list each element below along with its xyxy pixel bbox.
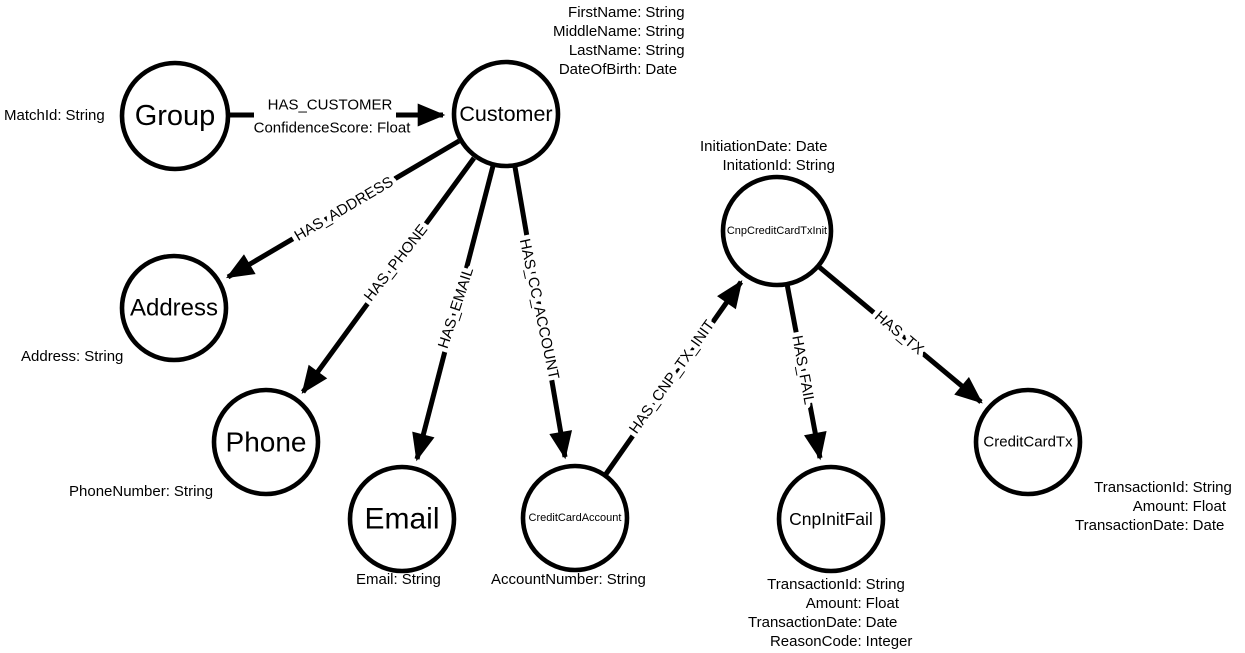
property-type: String	[645, 23, 685, 40]
edge-has-email-line	[412, 165, 496, 462]
node-phone-label: Phone	[226, 427, 307, 458]
property-type: String	[795, 157, 835, 174]
node-credit-card-account-circle	[520, 463, 630, 573]
edge-label-has-email: HAS_EMAIL	[435, 265, 477, 350]
credit-card-tx-properties: TransactionId:String Amount:Float Transa…	[1075, 478, 1232, 535]
edge-has-tx-line	[816, 264, 983, 404]
edge-has-cc-account-line	[512, 166, 573, 460]
property-name: TransactionDate:	[1075, 517, 1189, 534]
property-type: String	[606, 571, 646, 588]
property-name: Email:	[356, 571, 398, 588]
edge-label-has-tx: HAS_TX	[871, 308, 927, 358]
property-type: Float	[865, 595, 900, 612]
edge-label-has-customer: HAS_CUSTOMER	[268, 97, 393, 114]
node-email-circle	[347, 464, 457, 574]
property-type: Date	[865, 614, 898, 631]
cnp-credit-card-tx-init-properties: InitiationDate:Date InitationId:String	[700, 137, 835, 175]
node-credit-card-account-label: CreditCardAccount	[529, 512, 622, 524]
property-type: String	[1192, 479, 1232, 496]
cnp-init-fail-properties: TransactionId:String Amount:Float Transa…	[748, 575, 912, 651]
node-email-label: Email	[364, 503, 439, 536]
edge-label-has-cnp-tx-init: HAS_CNP_TX_INIT	[626, 317, 718, 437]
email-properties: Email:String	[356, 570, 441, 589]
property-type: Date	[645, 61, 678, 78]
address-properties: Address:String	[21, 347, 123, 366]
property-name: Amount:	[1132, 498, 1189, 515]
property-name: DateOfBirth:	[558, 61, 642, 78]
property-name: AccountNumber:	[491, 571, 603, 588]
property-name: PhoneNumber:	[69, 483, 170, 500]
property-type: Date	[1192, 517, 1225, 534]
property-name: Address:	[21, 348, 81, 365]
property-name: TransactionId:	[767, 576, 862, 593]
property-type: String	[65, 107, 105, 124]
node-cnp-init-fail-label: CnpInitFail	[789, 509, 873, 529]
property-name: MatchId:	[4, 107, 62, 124]
property-type: String	[401, 571, 441, 588]
property-type: Date	[795, 138, 828, 155]
edge-label-has-phone: HAS_PHONE	[361, 221, 431, 304]
node-cnp-credit-card-tx-init-label: CnpCreditCardTxInit	[727, 225, 827, 237]
node-address-label: Address	[130, 295, 218, 322]
credit-card-account-properties: AccountNumber:String	[491, 570, 646, 589]
edge-property-confidence-score: ConfidenceScore: Float	[254, 120, 412, 137]
edge-label-has-cc-account: HAS_CC_ACCOUNT	[516, 237, 562, 381]
edge-has-address-line	[226, 138, 461, 280]
property-type: Float	[1192, 498, 1227, 515]
edge-label-has-address: HAS_ADDRESS	[292, 173, 397, 244]
property-name: Amount:	[805, 595, 862, 612]
node-customer-circle	[451, 59, 561, 169]
node-credit-card-tx-circle	[973, 387, 1083, 497]
node-cnp-credit-card-tx-init-circle	[720, 174, 834, 288]
property-type: Integer	[865, 633, 913, 650]
edges-layer	[226, 103, 983, 476]
property-name: TransactionDate:	[748, 614, 862, 631]
node-phone-circle	[211, 387, 321, 497]
property-type: String	[645, 4, 685, 21]
node-group-circle	[119, 60, 231, 172]
node-cnp-init-fail-circle	[776, 464, 886, 574]
node-group-label: Group	[135, 100, 216, 132]
edge-has-cnp-tx-init-line	[603, 280, 744, 476]
phone-properties: PhoneNumber:String	[69, 482, 213, 501]
edge-has-phone-line	[300, 156, 477, 394]
node-customer-label: Customer	[459, 102, 552, 126]
customer-properties: FirstName:String MiddleName:String LastN…	[553, 3, 685, 79]
property-name: InitationId:	[722, 157, 792, 174]
property-name: FirstName:	[568, 4, 642, 21]
property-type: String	[84, 348, 124, 365]
property-name: ReasonCode:	[769, 633, 862, 650]
edge-label-has-fail: HAS_FAIL	[788, 334, 817, 406]
property-type: String	[173, 483, 214, 500]
property-name: MiddleName:	[553, 23, 642, 40]
group-properties: MatchId:String	[4, 106, 105, 125]
property-name: TransactionId:	[1094, 479, 1189, 496]
node-credit-card-tx-label: CreditCardTx	[983, 434, 1073, 451]
property-type: String	[645, 42, 685, 59]
edge-has-fail-line	[784, 283, 827, 461]
node-address-circle	[119, 253, 229, 363]
nodes-layer: Group Customer Address Phone Email Credi…	[119, 59, 1083, 574]
property-name: InitiationDate:	[700, 138, 792, 155]
property-name: LastName:	[568, 42, 642, 59]
property-type: String	[865, 576, 905, 593]
